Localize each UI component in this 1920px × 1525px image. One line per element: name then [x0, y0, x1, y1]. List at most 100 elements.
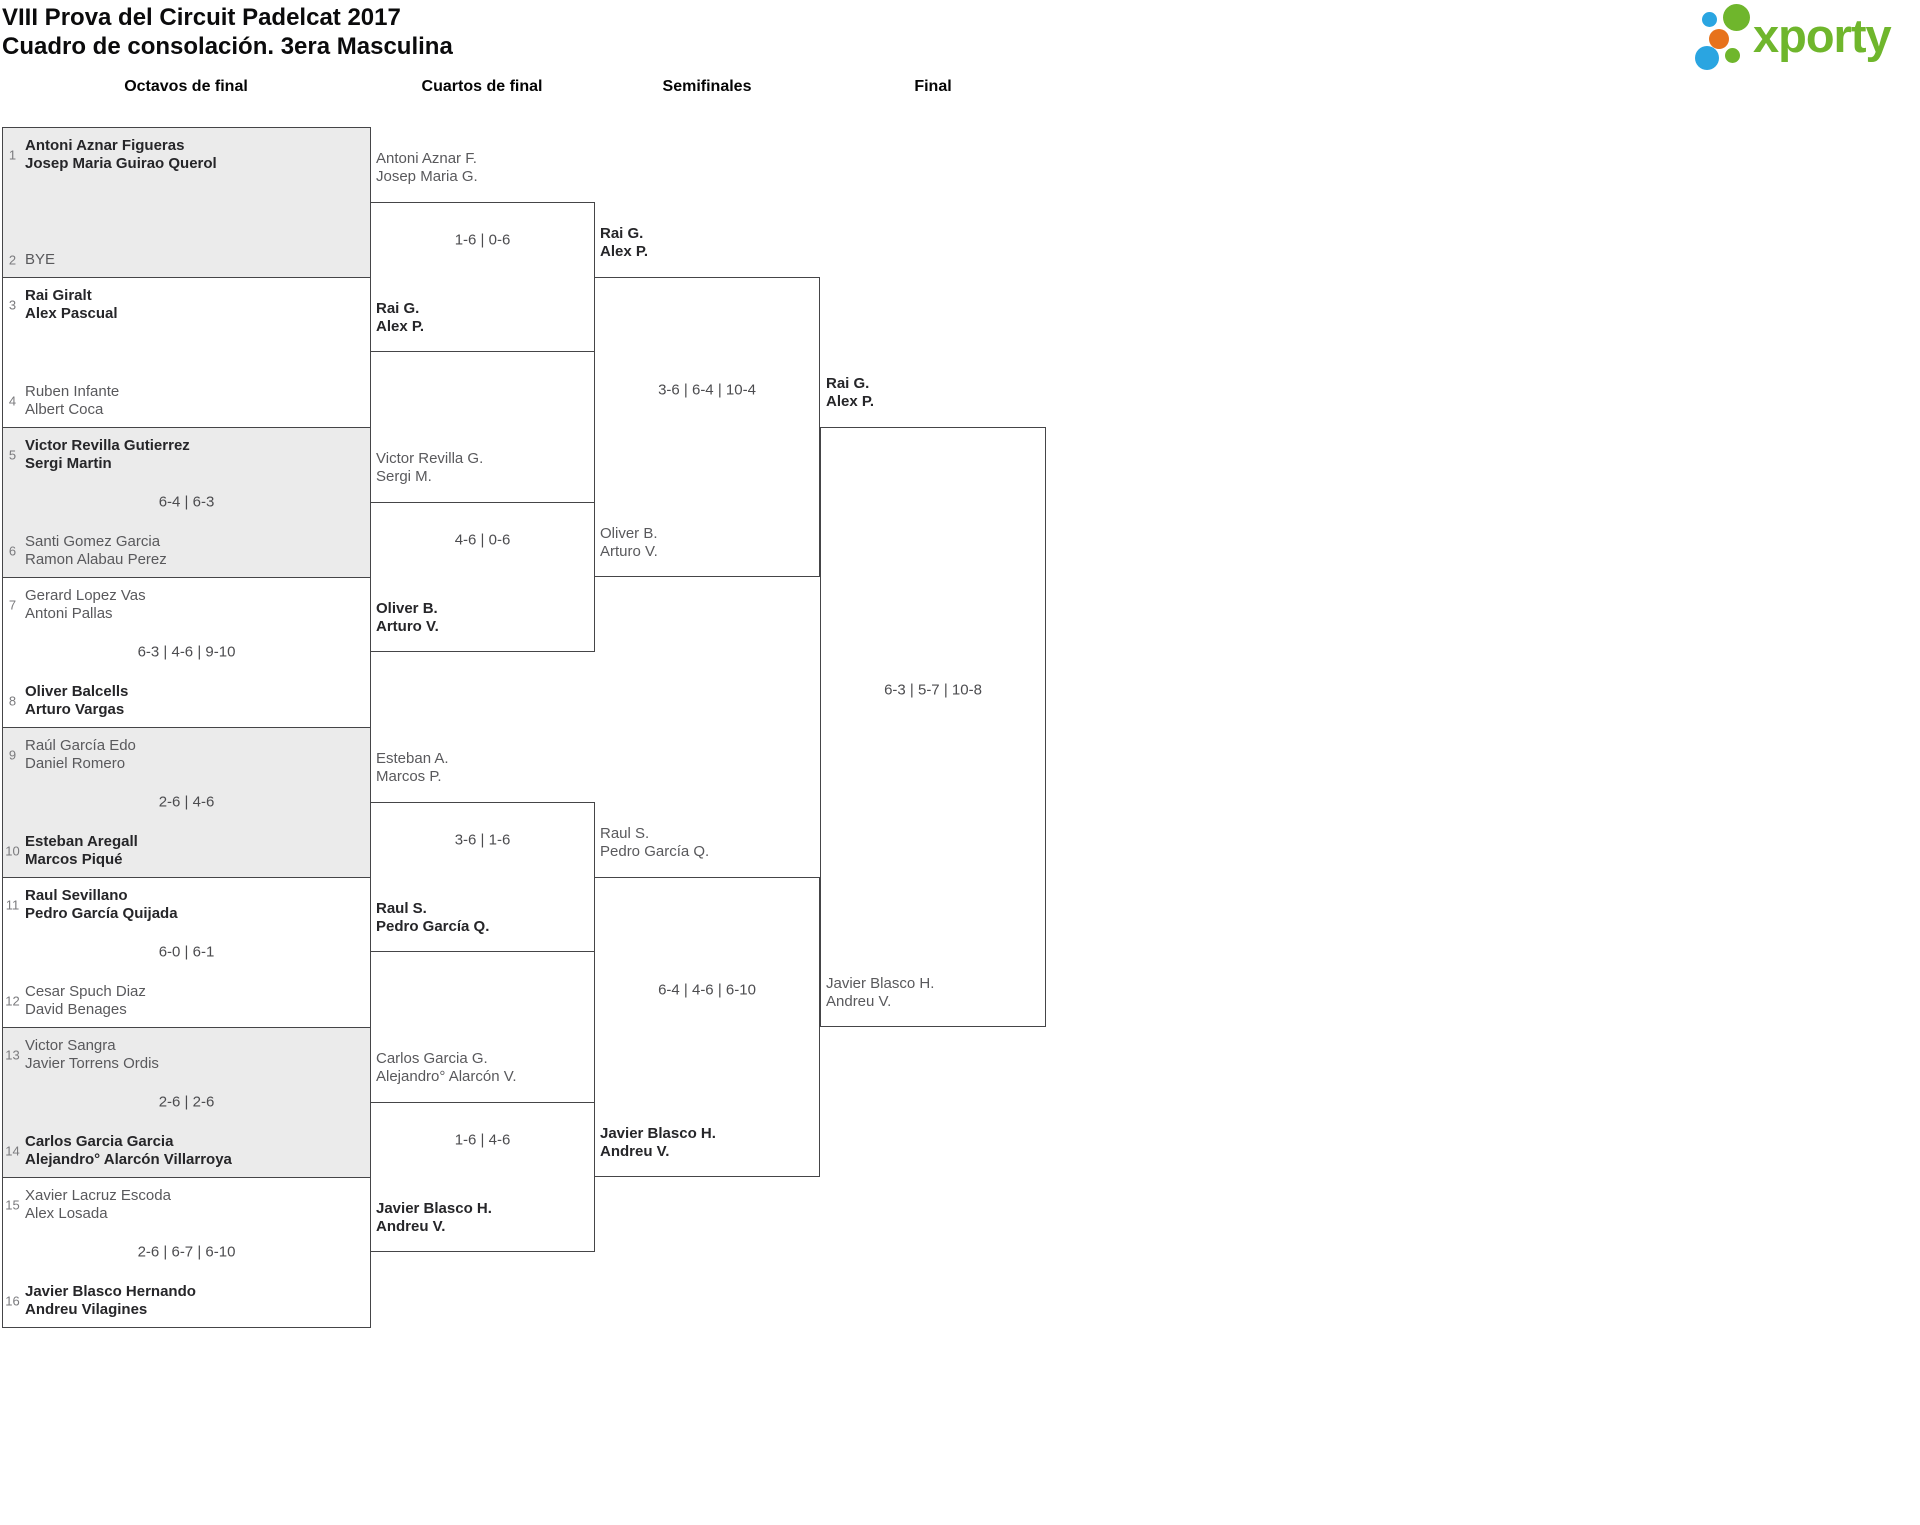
player-name: Esteban Aregall	[25, 833, 138, 850]
match-box-r16-2	[2, 277, 371, 428]
player-name: Josep Maria Guirao Querol	[25, 155, 217, 172]
team-names: Antoni Aznar F.Josep Maria G.	[376, 150, 478, 186]
player-name: Rai G.	[600, 225, 644, 242]
match-box-semifinals-1	[594, 277, 820, 577]
player-name: Alejandro° Alarcón Villarroya	[25, 1151, 232, 1168]
player-name: Arturo V.	[376, 618, 439, 635]
seed-number: 8	[8, 693, 17, 709]
team-names-winner: Rai G.Alex P.	[826, 375, 874, 411]
player-name: Alex P.	[826, 393, 875, 410]
player-name: Marcos Piqué	[25, 851, 123, 868]
match-box-r16-8	[2, 1177, 371, 1328]
team-names: Carlos Garcia G.Alejandro° Alarcón V.	[376, 1050, 517, 1086]
xporty-logo[interactable]: xporty	[1690, 0, 1918, 72]
match-box-r16-6	[2, 877, 371, 1028]
logo-dot-big-blue	[1695, 46, 1719, 70]
match-box-r16-7	[2, 1027, 371, 1178]
player-name: Andreu V.	[826, 993, 892, 1010]
seed-number: 7	[8, 597, 17, 613]
player-name: Alex Pascual	[25, 305, 118, 322]
player-name: Josep Maria G.	[376, 168, 478, 185]
player-name: Sergi M.	[376, 468, 432, 485]
player-name: Daniel Romero	[25, 755, 126, 772]
player-name: Raul S.	[600, 825, 650, 842]
player-name: Sergi Martin	[25, 455, 112, 472]
match-score: 1-6 | 0-6	[454, 231, 511, 249]
player-name: Ramon Alabau Perez	[25, 551, 167, 568]
player-name: Oliver Balcells	[25, 683, 129, 700]
team-names-winner: Javier Blasco H.Andreu V.	[376, 1200, 492, 1236]
player-name: Alex P.	[600, 243, 649, 260]
player-name: Javier Blasco H.	[600, 1125, 716, 1142]
player-name: Alejandro° Alarcón V.	[376, 1068, 517, 1085]
seed-number: 2	[8, 252, 17, 268]
player-name: Arturo Vargas	[25, 701, 125, 718]
player-name: Oliver B.	[376, 600, 438, 617]
match-score: 2-6 | 4-6	[158, 793, 215, 811]
player-name: Raul Sevillano	[25, 887, 128, 904]
team-names-winner: Rai G.Alex P.	[376, 300, 424, 336]
team-row: 2 BYE	[3, 251, 55, 269]
match-score: 4-6 | 0-6	[454, 531, 511, 549]
round-header-final: Final	[914, 78, 952, 95]
team-names: Raul S.Pedro García Q.	[600, 825, 709, 861]
match-score: 2-6 | 6-7 | 6-10	[137, 1243, 236, 1261]
seed-number: 4	[8, 393, 17, 409]
logo-dot-orange	[1709, 29, 1729, 49]
seed-number: 5	[8, 447, 17, 463]
seed-number: 15	[5, 1197, 20, 1213]
match-score: 2-6 | 2-6	[158, 1093, 215, 1111]
player-name: Ruben Infante	[25, 383, 120, 400]
round-header-semifinales: Semifinales	[662, 78, 752, 95]
match-box-quarterfinals-2	[370, 502, 595, 652]
team-names: Oliver B.Arturo V.	[600, 525, 658, 561]
player-name: Esteban A.	[376, 750, 449, 767]
player-name: Antoni Pallas	[25, 605, 113, 622]
player-name: Marcos P.	[376, 768, 442, 785]
seed-number: 9	[8, 747, 17, 763]
match-score: 6-0 | 6-1	[158, 943, 215, 961]
match-box-quarterfinals-4	[370, 1102, 595, 1252]
match-score: 3-6 | 1-6	[454, 831, 511, 849]
seed-number: 14	[5, 1143, 20, 1159]
seed-number: 16	[5, 1293, 20, 1309]
match-score: 6-4 | 6-3	[158, 493, 215, 511]
player-name: Pedro García Q.	[376, 918, 490, 935]
player-name: Antoni Aznar F.	[376, 150, 477, 167]
player-name: Rai G.	[376, 300, 420, 317]
player-name: BYE	[25, 251, 56, 268]
match-score: 6-3 | 5-7 | 10-8	[884, 681, 982, 699]
match-box-semifinals-2	[594, 877, 820, 1177]
player-name: David Benages	[25, 1001, 127, 1018]
seed-number: 12	[5, 993, 20, 1009]
match-score: 1-6 | 4-6	[454, 1131, 511, 1149]
seed-number: 11	[5, 897, 20, 913]
match-score: 6-4 | 4-6 | 6-10	[658, 981, 756, 999]
tournament-title: VIII Prova del Circuit Padelcat 2017	[2, 4, 401, 31]
player-name: Cesar Spuch Diaz	[25, 983, 146, 1000]
player-name: Rai G.	[826, 375, 870, 392]
player-name: Alex Losada	[25, 1205, 108, 1222]
player-name: Andreu V.	[600, 1143, 670, 1160]
match-score: 3-6 | 6-4 | 10-4	[658, 381, 756, 399]
page-title: VIII Prova del Circuit Padelcat 2017 Cua…	[2, 3, 453, 61]
match-box-r16-5	[2, 727, 371, 878]
